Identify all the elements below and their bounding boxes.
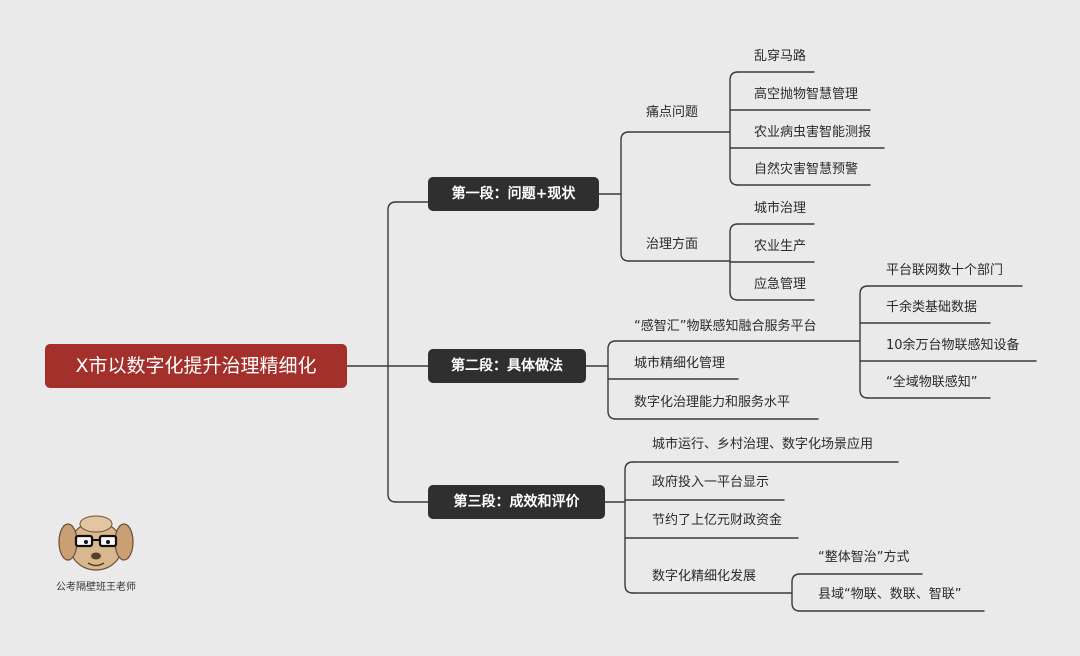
group-platform[interactable]: “感智汇”物联感知融合服务平台 <box>634 319 817 334</box>
group-gov-investment[interactable]: 政府投入一平台显示 <box>652 475 770 490</box>
item-county-links[interactable]: 县域“物联、数联、智联” <box>818 587 962 602</box>
connector-root-trunk <box>387 201 397 503</box>
author-credit: 公考隔壁班王老师 <box>56 582 136 593</box>
group-governance[interactable]: 治理方面 <box>646 237 699 252</box>
item-disaster-warning[interactable]: 自然灾害智慧预警 <box>754 162 859 177</box>
item-pest-forecast[interactable]: 农业病虫害智能测报 <box>754 125 872 140</box>
section-1-node[interactable]: 第一段：问题+现状 <box>428 177 599 211</box>
group-digital-capability[interactable]: 数字化治理能力和服务水平 <box>634 395 791 410</box>
item-high-altitude-throwing[interactable]: 高空抛物智慧管理 <box>754 87 859 102</box>
mascot-dog-icon <box>58 515 134 571</box>
item-holistic-governance[interactable]: “整体智治”方式 <box>818 550 910 565</box>
section-2-node[interactable]: 第二段：具体做法 <box>428 349 586 383</box>
item-agri-production[interactable]: 农业生产 <box>754 239 807 254</box>
connector-platform-trunk <box>859 285 869 399</box>
item-emergency-mgmt[interactable]: 应急管理 <box>754 277 807 292</box>
connector-sec3-trunk <box>624 461 634 594</box>
item-jaywalking[interactable]: 乱穿马路 <box>754 49 807 64</box>
group-fiscal-savings[interactable]: 节约了上亿元财政资金 <box>652 513 783 528</box>
root-node[interactable]: X市以数字化提升治理精细化 <box>45 344 347 388</box>
connector-sec1-trunk <box>620 131 630 262</box>
item-city-governance[interactable]: 城市治理 <box>754 201 807 216</box>
group-scenario-apps[interactable]: 城市运行、乡村治理、数字化场景应用 <box>652 437 874 452</box>
section-3-node[interactable]: 第三段：成效和评价 <box>428 485 605 519</box>
connector-pain-trunk <box>729 71 739 186</box>
item-iot-devices[interactable]: 10余万台物联感知设备 <box>886 338 1020 353</box>
item-base-data[interactable]: 千余类基础数据 <box>886 300 978 315</box>
group-digital-development[interactable]: 数字化精细化发展 <box>652 569 757 584</box>
connector-s3-4-trunk <box>791 573 801 612</box>
group-pain-points[interactable]: 痛点问题 <box>646 105 699 120</box>
group-city-refined-mgmt[interactable]: 城市精细化管理 <box>634 356 726 371</box>
item-global-iot[interactable]: “全域物联感知” <box>886 375 978 390</box>
connector-sec2-trunk <box>607 340 617 420</box>
item-departments[interactable]: 平台联网数十个部门 <box>886 263 1004 278</box>
